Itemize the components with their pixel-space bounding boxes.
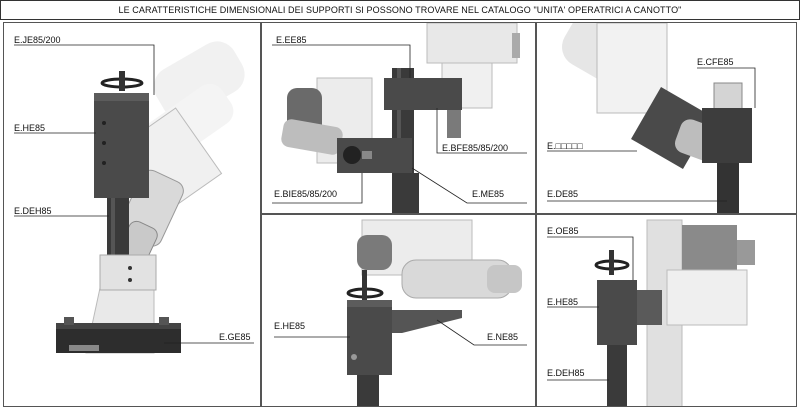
label-bfe85-85-200: E.BFE85/85/200 xyxy=(442,143,509,153)
overhead-support-illustration xyxy=(547,219,755,406)
label-deh85-overhead: E.DEH85 xyxy=(547,368,585,378)
panel-overhead-support: E.OE85 E.HE85 E.DEH85 xyxy=(536,214,797,407)
label-he85-vertical: E.HE85 xyxy=(274,321,306,331)
panel-cross-support: E.CFE85 E.□□□□□ E.DE85 xyxy=(536,22,797,214)
label-unreadable: E.□□□□□ xyxy=(547,141,583,151)
label-je85-200: E.JE85/200 xyxy=(14,35,61,45)
header-banner: LE CARATTERISTICHE DIMENSIONALI DEI SUPP… xyxy=(0,0,800,20)
label-ee85: E.EE85 xyxy=(276,35,307,45)
panel-vertical-support: E.HE85 E.NE85 xyxy=(261,214,536,407)
label-he85-overhead: E.HE85 xyxy=(547,297,579,307)
label-oe85: E.OE85 xyxy=(547,226,579,236)
label-deh85: E.DEH85 xyxy=(14,206,52,216)
column-support-illustration xyxy=(14,41,254,354)
label-bie85-85-200: E.BIE85/85/200 xyxy=(274,189,338,199)
label-he85: E.HE85 xyxy=(14,123,46,133)
label-de85: E.DE85 xyxy=(547,189,579,199)
panel-column-support: E.JE85/200 E.HE85 E.DEH85 E.GE85 xyxy=(3,22,261,407)
cross-support-illustration xyxy=(547,23,756,213)
label-ge85: E.GE85 xyxy=(219,332,251,342)
label-ne85: E.NE85 xyxy=(487,332,519,342)
panel-bracket-support: E.EE85 E.BFE85/85/200 E.BIE85/85/200 E.M… xyxy=(261,22,536,214)
bracket-support-illustration xyxy=(272,23,527,213)
label-cfe85: E.CFE85 xyxy=(697,57,734,67)
vertical-support-illustration xyxy=(274,219,527,406)
label-me85: E.ME85 xyxy=(472,189,505,199)
